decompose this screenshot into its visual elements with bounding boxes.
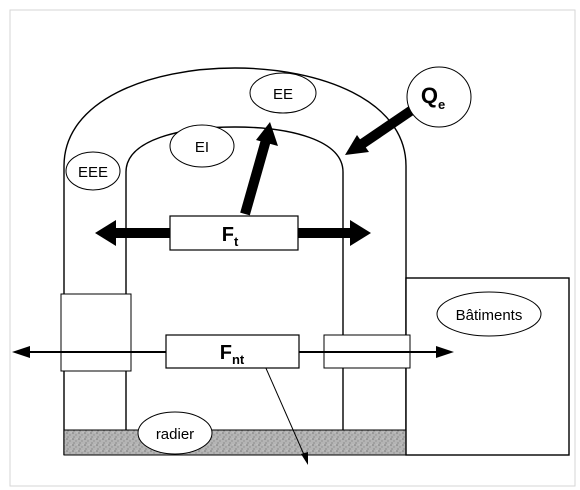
radier-ellipse	[137, 411, 213, 455]
fnt-arrow-left-head	[12, 346, 30, 358]
ee-ellipse	[249, 72, 317, 114]
qe-ellipse	[406, 66, 472, 128]
fnt-leak-arrow-head	[301, 452, 308, 465]
ei-label: EI	[195, 139, 209, 156]
image-frame	[9, 9, 576, 487]
fnt-label: Fnt	[220, 342, 245, 367]
fnt-leak-arrow	[264, 365, 306, 458]
qe-arrow-line	[359, 105, 415, 149]
batiments-ellipse	[436, 291, 542, 337]
batiments-label: Bâtiments	[456, 307, 523, 324]
inner-containment-wall	[125, 126, 344, 430]
eee-label: EEE	[78, 164, 108, 181]
ft-up-arrow-head	[256, 122, 278, 146]
ee-label: EE	[273, 86, 293, 103]
ft-arrow-left-head	[95, 220, 116, 246]
radier-slab	[63, 429, 407, 456]
outer-containment-wall	[63, 67, 407, 455]
ft-label: Ft	[222, 224, 239, 249]
radier-label: radier	[156, 426, 194, 443]
ft-up-arrow	[240, 138, 271, 216]
fnt-box	[165, 334, 300, 369]
ei-ellipse	[169, 124, 235, 168]
ft-box	[169, 215, 299, 251]
left-penetration-sleeve	[60, 293, 132, 372]
fnt-arrow-right-head	[436, 346, 454, 358]
ft-arrow-right-head	[350, 220, 371, 246]
qe-arrow-head	[345, 135, 369, 155]
qe-label: Qe	[421, 83, 445, 112]
eee-ellipse	[65, 151, 121, 191]
